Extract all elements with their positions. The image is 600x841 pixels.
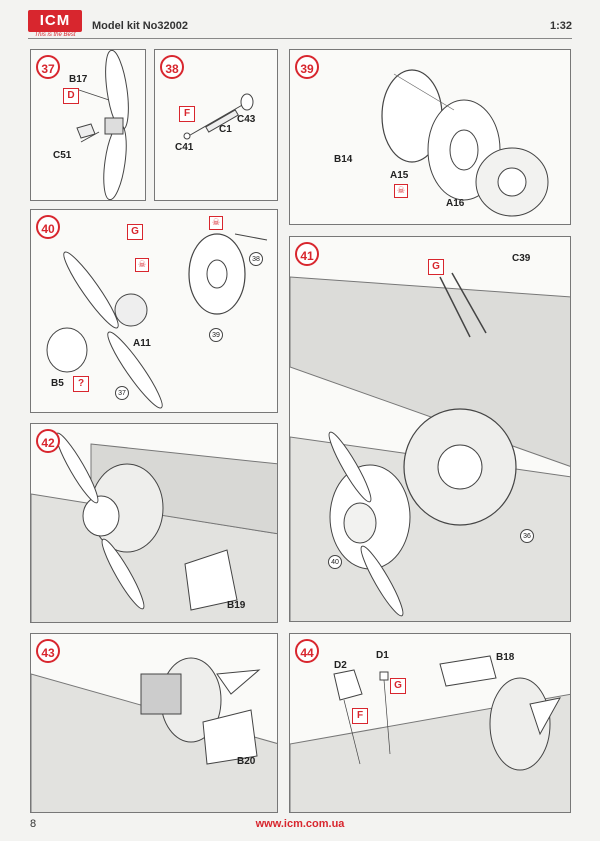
icm-logo: ICM This is the Best bbox=[28, 10, 82, 40]
paint-f-marker: F bbox=[179, 106, 195, 122]
step-40-panel: 40 G ☠ ☠ 38 A11 39 B5 ? 37 bbox=[30, 209, 278, 413]
part-b20-label: B20 bbox=[237, 756, 256, 767]
reference-step-36: 36 bbox=[520, 529, 534, 543]
part-b19-label: B19 bbox=[227, 600, 246, 611]
part-a16-label: A16 bbox=[446, 198, 465, 209]
website-link[interactable]: www.icm.com.ua bbox=[255, 818, 345, 830]
step-37-number: 37 bbox=[36, 55, 60, 79]
step-43-panel: 43 B20 bbox=[30, 633, 278, 813]
step-41-panel: 41 G C39 40 36 bbox=[289, 236, 571, 622]
engine-cowl-panel-illustration bbox=[31, 432, 277, 622]
wing-engine-illustration bbox=[290, 272, 570, 621]
reference-step-40: 40 bbox=[328, 555, 342, 569]
part-c39-label: C39 bbox=[512, 253, 531, 264]
engine-side-panel-illustration bbox=[31, 657, 277, 812]
page-number: 8 bbox=[30, 818, 37, 830]
logo-mark: ICM bbox=[28, 10, 82, 32]
glue-icon: ☠ bbox=[135, 258, 149, 272]
paint-unknown-marker: ? bbox=[73, 376, 89, 392]
paint-g-marker: G bbox=[127, 224, 143, 240]
part-c43-label: C43 bbox=[237, 114, 256, 125]
glue-icon: ☠ bbox=[394, 184, 408, 198]
step-38-panel: 38 F C43 C41 C1 bbox=[154, 49, 278, 201]
step-44-number: 44 bbox=[295, 639, 319, 663]
part-c51-label: C51 bbox=[53, 150, 72, 161]
part-b18-label: B18 bbox=[496, 652, 515, 663]
reference-step-39: 39 bbox=[209, 328, 223, 342]
paint-d-marker: D bbox=[63, 88, 79, 104]
part-d2-label: D2 bbox=[334, 660, 347, 671]
page-header: ICM This is the Best Model kit No32002 1… bbox=[0, 0, 600, 44]
part-b17-label: B17 bbox=[69, 74, 88, 85]
shaft-illustration bbox=[183, 93, 254, 140]
glue-icon: ☠ bbox=[209, 216, 223, 230]
part-a11-label: A11 bbox=[133, 338, 151, 349]
step-43-number: 43 bbox=[36, 639, 60, 663]
part-b14-label: B14 bbox=[334, 154, 353, 165]
step-42-panel: 42 B19 bbox=[30, 423, 278, 623]
paint-g-marker: G bbox=[428, 259, 444, 275]
step-38-number: 38 bbox=[160, 55, 184, 79]
part-c41-label: C41 bbox=[175, 142, 194, 153]
paint-g-marker: G bbox=[390, 678, 406, 694]
part-a15-label: A15 bbox=[390, 170, 409, 181]
logo-tagline: This is the Best bbox=[34, 32, 76, 38]
scale-label: 1:32 bbox=[549, 20, 572, 32]
reference-step-38: 38 bbox=[249, 252, 263, 266]
propeller-illustration bbox=[76, 50, 129, 200]
propeller-cowl-illustration bbox=[46, 233, 268, 409]
step-40-number: 40 bbox=[36, 215, 60, 239]
header-divider bbox=[28, 38, 572, 39]
engine-cowl-parts-illustration bbox=[290, 655, 570, 812]
paint-f-marker: F bbox=[352, 708, 368, 724]
step-41-number: 41 bbox=[295, 242, 319, 266]
step-42-number: 42 bbox=[36, 429, 60, 453]
part-b5-label: B5 bbox=[51, 378, 64, 389]
kit-title: Model kit No32002 bbox=[92, 20, 188, 32]
step-37-panel: 37 B17 D C51 bbox=[30, 49, 146, 201]
part-d1-label: D1 bbox=[376, 650, 389, 661]
step-44-panel: 44 D2 D1 G F B18 bbox=[289, 633, 571, 813]
reference-step-37: 37 bbox=[115, 386, 129, 400]
cowling-assembly-illustration bbox=[381, 69, 549, 217]
part-c1-label: C1 bbox=[219, 124, 232, 135]
step-39-panel: 39 B14 A15 ☠ A16 bbox=[289, 49, 571, 225]
step-39-number: 39 bbox=[295, 55, 319, 79]
